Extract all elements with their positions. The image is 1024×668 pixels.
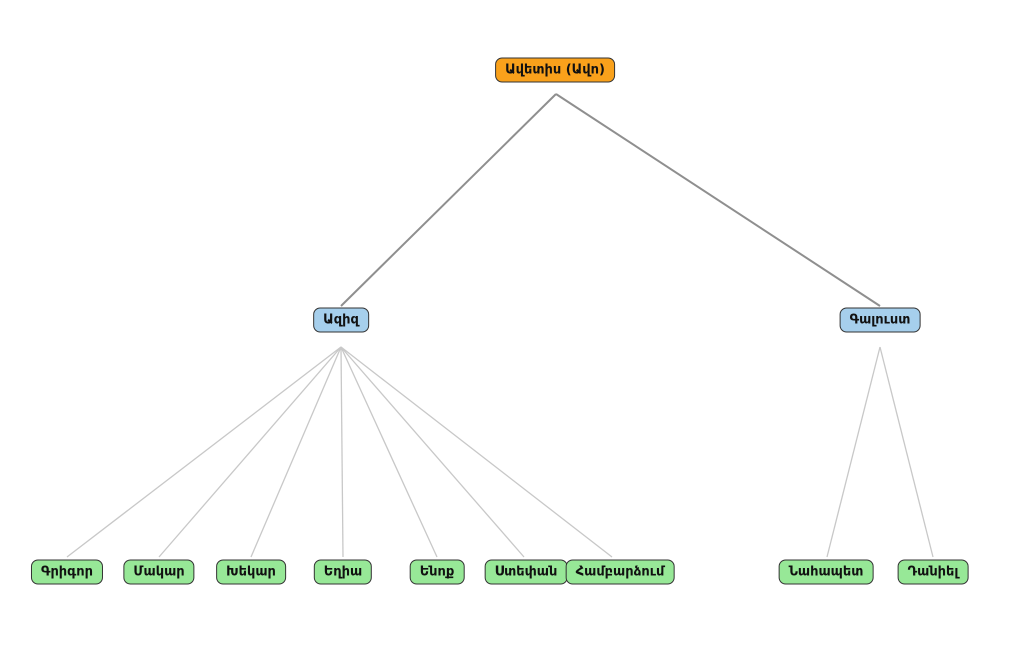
edge-root-to-galust — [555, 93, 881, 307]
edge-aziz-to-grigor — [66, 346, 342, 558]
edge-aziz-to-yeghia — [340, 346, 344, 558]
tree-node-aziz: Ազիզ — [313, 307, 369, 333]
tree-node-yenok: Ենոք — [409, 559, 465, 585]
edge-aziz-to-yenok — [340, 346, 438, 558]
tree-node-root: Ավետիս (Ավո) — [495, 57, 615, 83]
tree-node-yeghia: Եղիա — [313, 559, 373, 585]
edge-root-to-aziz — [340, 93, 557, 307]
tree-node-nahapet: Նահապետ — [778, 559, 874, 585]
tree-node-stepan: Ստեփան — [484, 559, 568, 585]
tree-node-makar: Մակար — [123, 559, 195, 585]
tree-node-grigor: Գրիգոր — [30, 559, 104, 585]
edge-aziz-to-stepan — [340, 346, 525, 558]
tree-node-galust: Գալուստ — [839, 307, 921, 333]
edge-galust-to-nahapet — [826, 346, 881, 558]
edge-aziz-to-khekar — [250, 346, 342, 558]
tree-node-daniel: Դանիել — [897, 559, 969, 585]
tree-node-khekar: Խեկար — [216, 559, 286, 585]
edge-aziz-to-makar — [158, 346, 342, 558]
edge-aziz-to-hambardzum — [340, 346, 613, 558]
tree-node-hambardzum: Համբարձում — [565, 559, 675, 585]
edge-galust-to-daniel — [879, 346, 934, 558]
